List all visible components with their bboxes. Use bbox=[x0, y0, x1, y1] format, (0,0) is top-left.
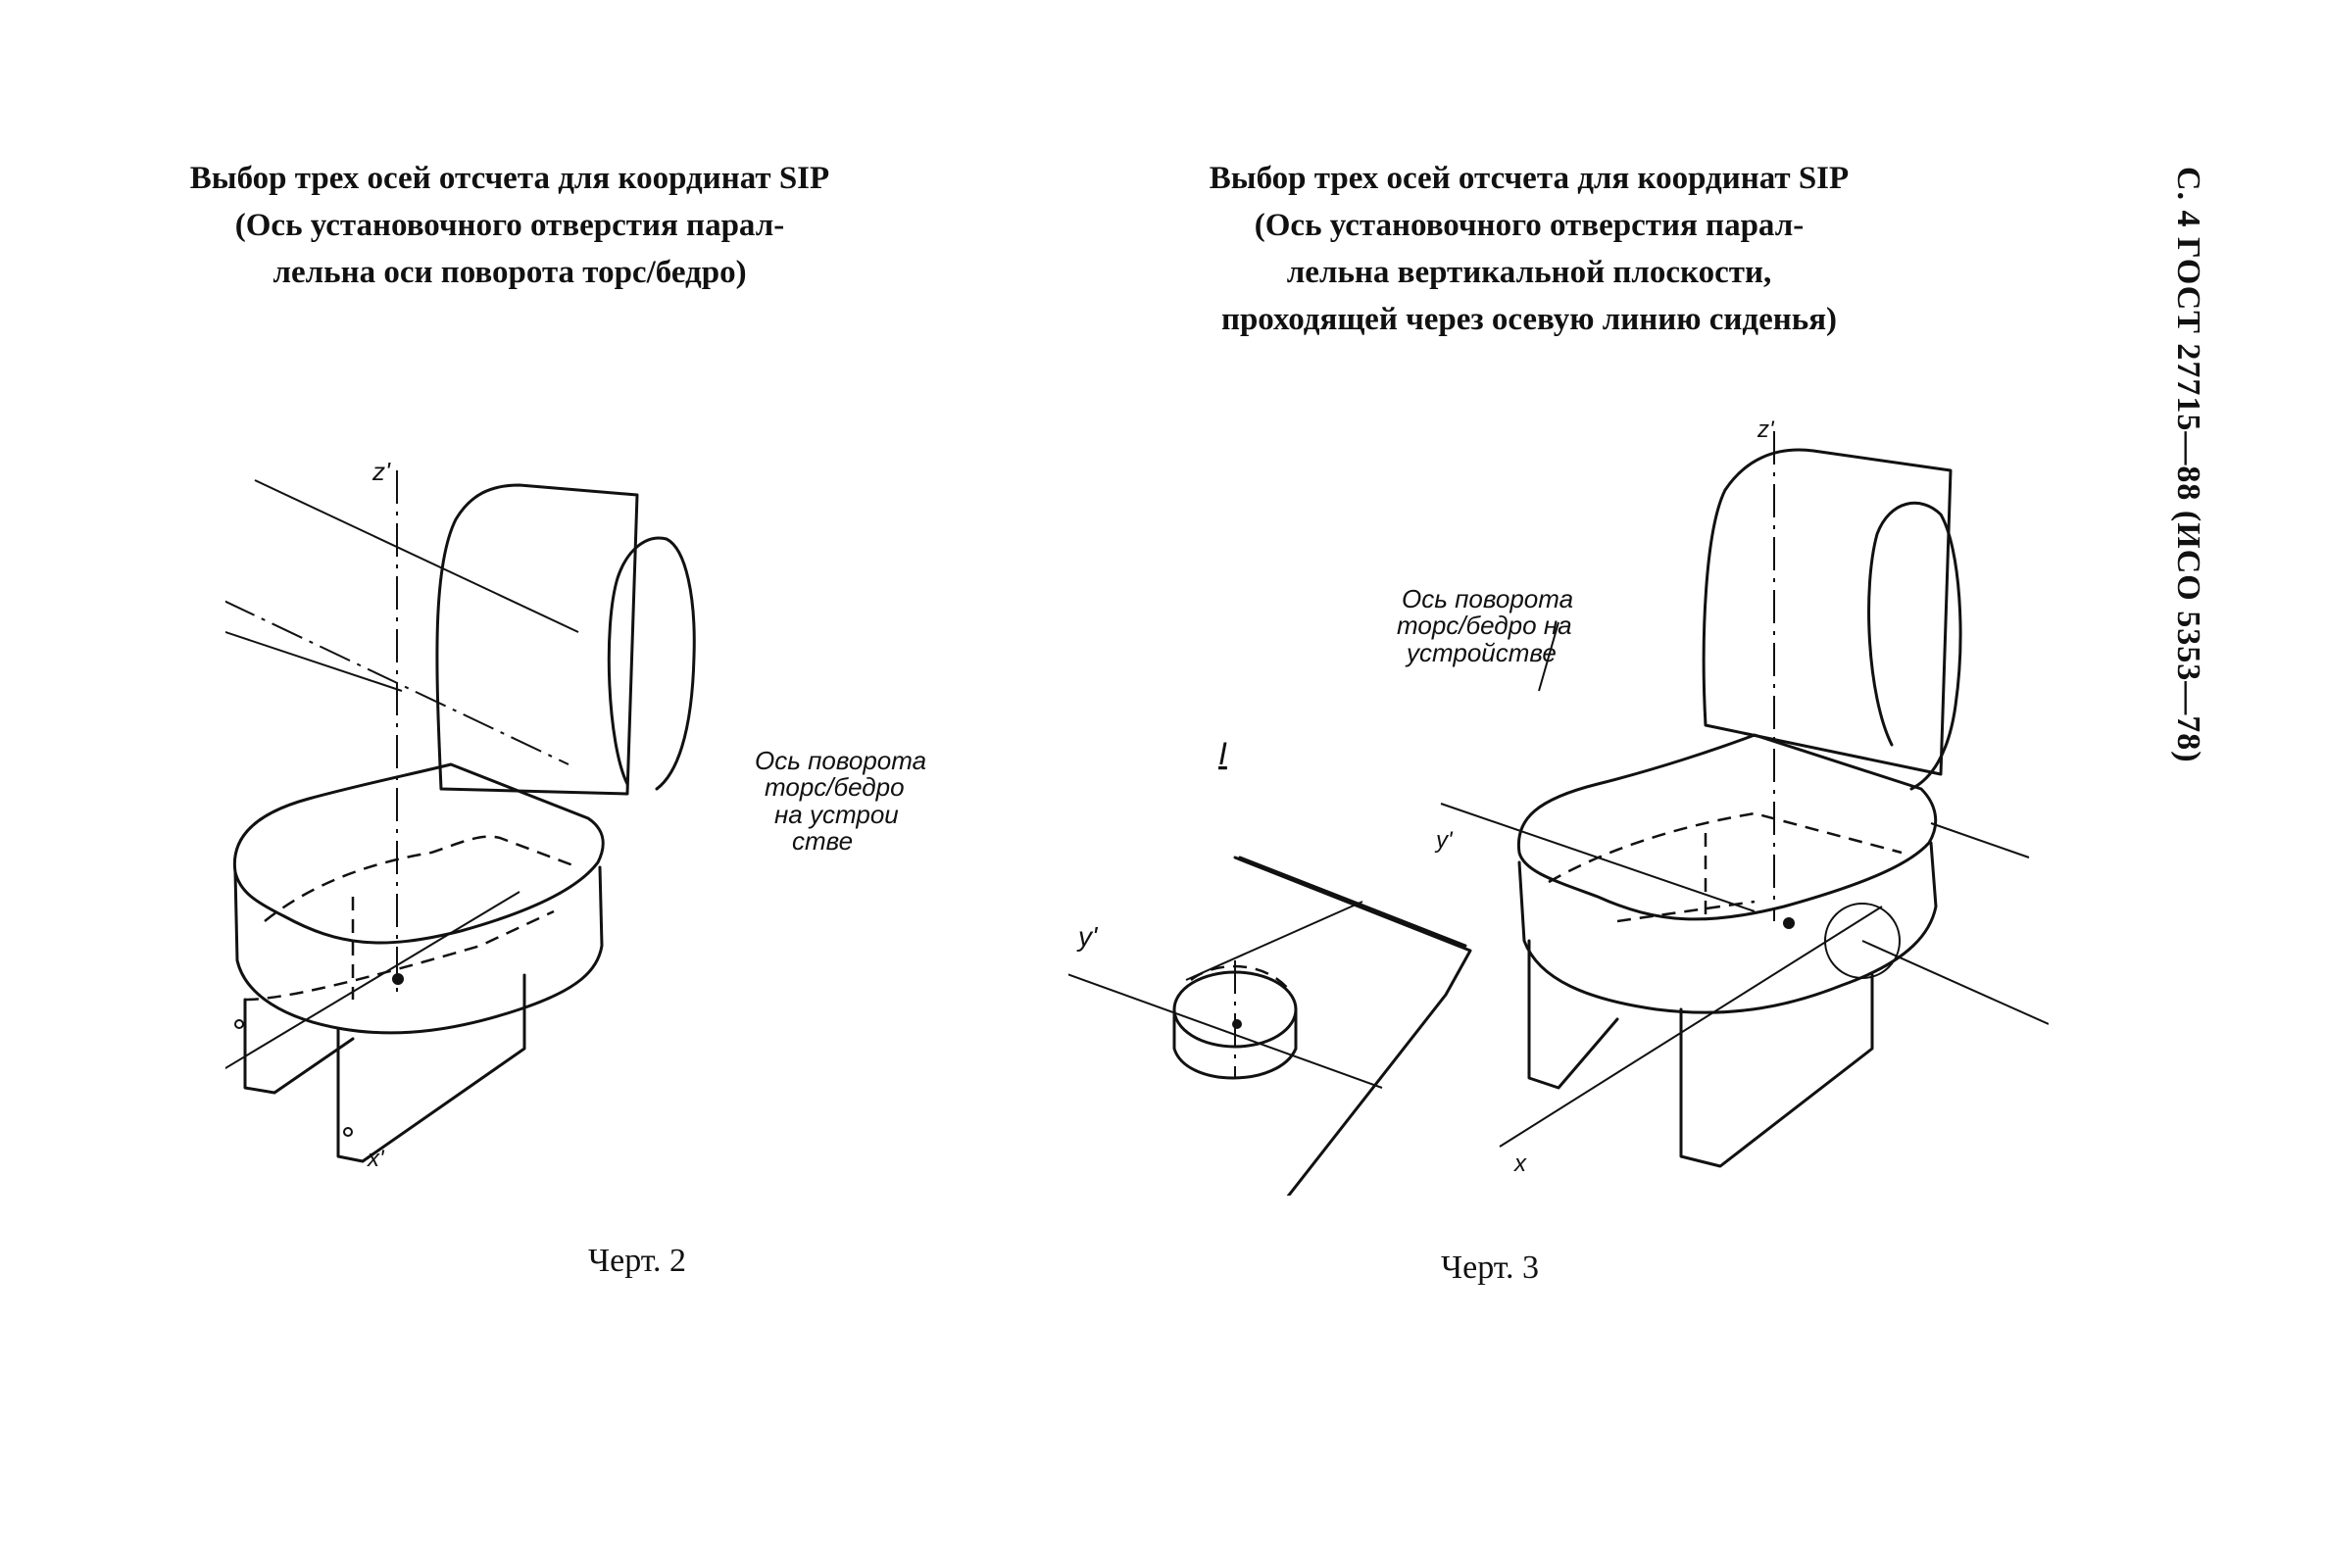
cushion-top bbox=[1516, 733, 1938, 921]
right-leg bbox=[1679, 973, 1874, 1168]
y-axis-line bbox=[225, 600, 569, 765]
left-leg bbox=[243, 998, 355, 1095]
hidden-frame bbox=[244, 897, 555, 1002]
right-axis-z-label: z' bbox=[1757, 416, 1775, 443]
left-figure-caption: Черт. 2 bbox=[588, 1243, 687, 1279]
right-title-line-3: лельна вертикальной плоскости, bbox=[1286, 255, 1772, 290]
left-title-line-3: лельна оси поворота торс/бедро) bbox=[272, 255, 747, 290]
backrest-roll bbox=[607, 536, 696, 791]
backrest-outline bbox=[1702, 448, 1953, 776]
hidden-cushion-edge bbox=[264, 835, 579, 922]
origin-point bbox=[392, 973, 404, 985]
right-axis-y2-label: y' bbox=[1076, 921, 1099, 952]
left-note-line-1: Ось поворота bbox=[755, 746, 926, 775]
page-header-text: С. 4 ГОСТ 27715—88 (ИСО 5353—78) bbox=[2170, 167, 2206, 763]
right-seat-drawing: z' y' y' x I Ось поворота торс/бедро на … bbox=[1068, 416, 2049, 1196]
right-title-line-4: проходящей через осевую линию сиденья) bbox=[1220, 302, 1838, 337]
right-axis-x-label: x bbox=[1513, 1151, 1527, 1177]
right-title-line-1: Выбор трех осей отсчета для координат SI… bbox=[1209, 161, 1850, 196]
x-axis-line bbox=[1499, 906, 1883, 1148]
detail-plate bbox=[1233, 856, 1472, 1196]
left-figure-title: Выбор трех осей отсчета для координат SI… bbox=[167, 155, 853, 296]
left-title-line-1: Выбор трех осей отсчета для координат SI… bbox=[189, 161, 830, 196]
pivot-axis-line bbox=[254, 479, 579, 633]
right-figure-title: Выбор трех осей отсчета для координат SI… bbox=[1166, 155, 1892, 343]
cushion-top bbox=[232, 762, 605, 945]
detail-circle bbox=[1824, 903, 1901, 979]
right-title-line-2: (Ось установочного отверстия парал- bbox=[1254, 208, 1805, 243]
backrest-outline bbox=[435, 483, 639, 796]
note-leader bbox=[1538, 621, 1559, 692]
left-leg bbox=[1527, 939, 1619, 1090]
right-figure-caption: Черт. 3 bbox=[1441, 1250, 1540, 1286]
left-axis-z-label: z' bbox=[371, 457, 391, 486]
x-axis-line bbox=[225, 891, 520, 1070]
left-title-line-2: (Ось установочного отверстия парал- bbox=[234, 208, 785, 243]
right-note-line-3: устройстве bbox=[1405, 638, 1557, 667]
right-note-line-1: Ось поворота bbox=[1402, 584, 1573, 613]
left-note-line-3: на устрои bbox=[774, 800, 899, 829]
backrest-roll bbox=[1867, 501, 1962, 791]
origin-point bbox=[1783, 917, 1795, 929]
left-note-line-4: стве bbox=[792, 826, 853, 856]
left-axis-x-label: x' bbox=[367, 1146, 385, 1172]
right-note-line-2: торс/бедро на bbox=[1397, 611, 1572, 640]
page-header: С. 4 ГОСТ 27715—88 (ИСО 5353—78) bbox=[2161, 167, 2212, 853]
right-leg bbox=[336, 973, 526, 1163]
right-detail-label: I bbox=[1218, 736, 1227, 771]
cushion-side bbox=[233, 865, 604, 1035]
left-note-line-2: торс/бедро bbox=[765, 772, 905, 802]
right-axis-y1-label: y' bbox=[1434, 827, 1454, 854]
y-axis-line bbox=[1440, 803, 1756, 912]
cushion-side bbox=[1517, 841, 1938, 1014]
left-seat-drawing: z' y' x' Ось поворота торс/бедро на устр… bbox=[225, 457, 926, 1172]
y-prime-arrow-line bbox=[225, 630, 403, 692]
